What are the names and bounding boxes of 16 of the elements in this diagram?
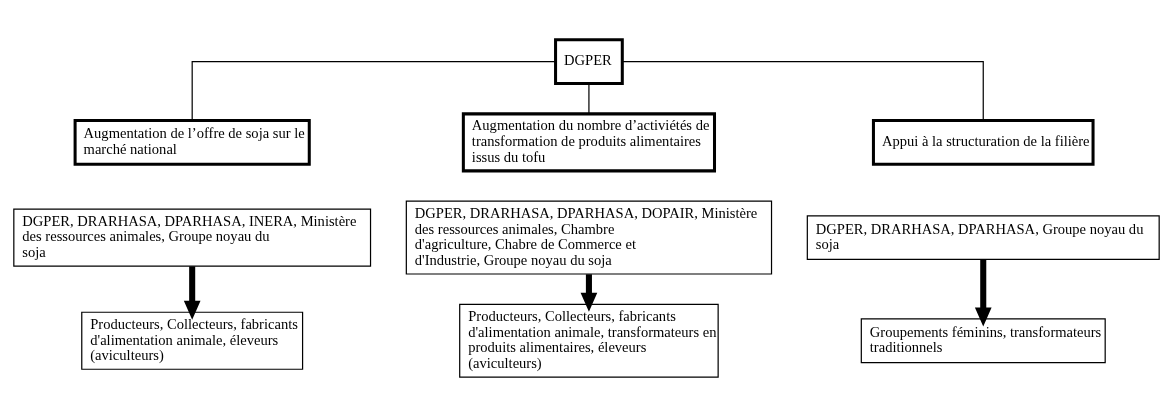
node-box: DGPER, DRARHASA, DPARHASA, Groupe noyau du soja <box>806 214 1160 260</box>
arrow <box>183 265 201 320</box>
connector <box>621 60 984 121</box>
arrow <box>580 273 598 312</box>
connector <box>588 82 590 114</box>
node-box: DGPER, DRARHASA, DPARHASA, DOPAIR, Ministère des ressources animales, Chambre d'agriculture, Chabre de Commerce et d'Industrie, Groupe noyau du soja <box>405 200 773 275</box>
node-box: Augmentation de l’offre de soja sur le marché national <box>73 118 311 166</box>
node-box: DGPER <box>554 37 624 85</box>
connector <box>191 60 557 121</box>
node-box: Producteurs, Collecteurs, fabricants d'alimentation animale, transformateurs en produits alimentaires, éleveurs (aviculteurs) <box>459 303 719 378</box>
node-box: DGPER, DRARHASA, DPARHASA, INERA, Ministère des ressources animales, Groupe noyau du soja <box>13 208 372 267</box>
node-box: Producteurs, Collecteurs, fabricants d'alimentation animale, éleveurs (aviculteurs) <box>81 311 304 370</box>
node-box: Groupements féminins, transformateurs traditionnels <box>860 317 1106 363</box>
arrow <box>974 259 992 326</box>
node-box: Augmentation du nombre d’activiétés de transformation de produits alimentaires issus du tofu <box>461 111 716 172</box>
node-box: Appui à la structuration de la filière <box>871 118 1095 166</box>
